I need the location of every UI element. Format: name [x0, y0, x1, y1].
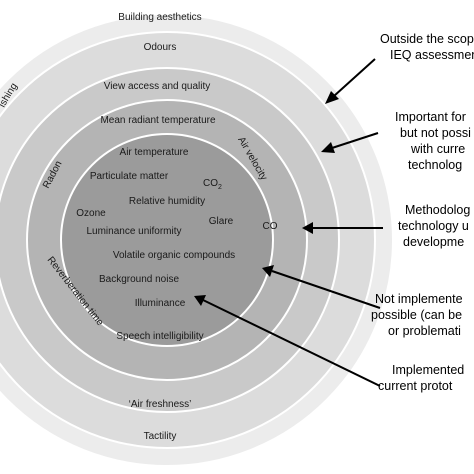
label-ozone: Ozone	[76, 208, 106, 219]
category-important-line3: with curre	[410, 142, 465, 156]
label-co2-main: CO	[203, 178, 218, 189]
category-not-implemented-line1: Not implemente	[375, 292, 463, 306]
label-speech-intelligibility: Speech intelligibility	[116, 331, 203, 342]
category-implemented: Implemented current protot	[378, 363, 464, 393]
label-co: CO	[263, 221, 278, 232]
label-co2: CO2	[203, 178, 222, 191]
arrow-methodology-in-development	[302, 222, 383, 234]
arrow-implemented	[194, 295, 381, 387]
category-outside-scope-line1: Outside the scop	[380, 32, 474, 46]
arrow-outside-scope	[325, 58, 376, 104]
label-mean-radiant-temperature: Mean radiant temperature	[100, 115, 216, 126]
label-volatile-organic-compounds: Volatile organic compounds	[113, 250, 235, 261]
category-important-line4: technolog	[408, 158, 462, 172]
label-odours: Odours	[144, 42, 177, 53]
category-outside-scope-line2: IEQ assessmen	[390, 48, 474, 62]
category-methodology-line1: Methodolog	[405, 203, 470, 217]
label-air-temperature: Air temperature	[120, 147, 189, 158]
arrow-important-not-possible	[321, 132, 379, 153]
category-methodology: Methodolog technology u developme	[398, 203, 470, 249]
category-not-implemented-line2: possible (can be	[371, 308, 462, 322]
label-relative-humidity: Relative humidity	[129, 196, 205, 207]
category-not-implemented-line3: or problemati	[388, 324, 461, 338]
label-view-access: View access and quality	[104, 81, 211, 92]
label-background-noise: Background noise	[99, 274, 179, 285]
label-illuminance: Illuminance	[135, 298, 186, 309]
category-important-line1: Important for	[395, 110, 466, 124]
core-circle	[60, 133, 274, 347]
label-air-freshness: ‘Air freshness’	[129, 399, 192, 410]
category-methodology-line2: technology u	[398, 219, 469, 233]
category-methodology-line3: developme	[403, 235, 464, 249]
label-luminance-uniformity: Luminance uniformity	[86, 226, 181, 237]
category-outside-scope: Outside the scop IEQ assessmen	[380, 32, 474, 62]
label-particulate-matter: Particulate matter	[90, 171, 169, 182]
category-implemented-line2: current protot	[378, 379, 453, 393]
category-not-implemented: Not implemente possible (can be or probl…	[371, 292, 463, 338]
arrow-not-implemented	[262, 265, 381, 309]
category-important-line2: but not possi	[400, 126, 471, 140]
label-glare: Glare	[209, 216, 234, 227]
label-tactility: Tactility	[144, 431, 177, 442]
label-co2-subscript: 2	[218, 184, 222, 191]
category-implemented-line1: Implemented	[392, 363, 464, 377]
category-important-not-possible: Important for but not possi with curre t…	[395, 110, 471, 172]
label-building-aesthetics: Building aesthetics	[118, 12, 201, 23]
